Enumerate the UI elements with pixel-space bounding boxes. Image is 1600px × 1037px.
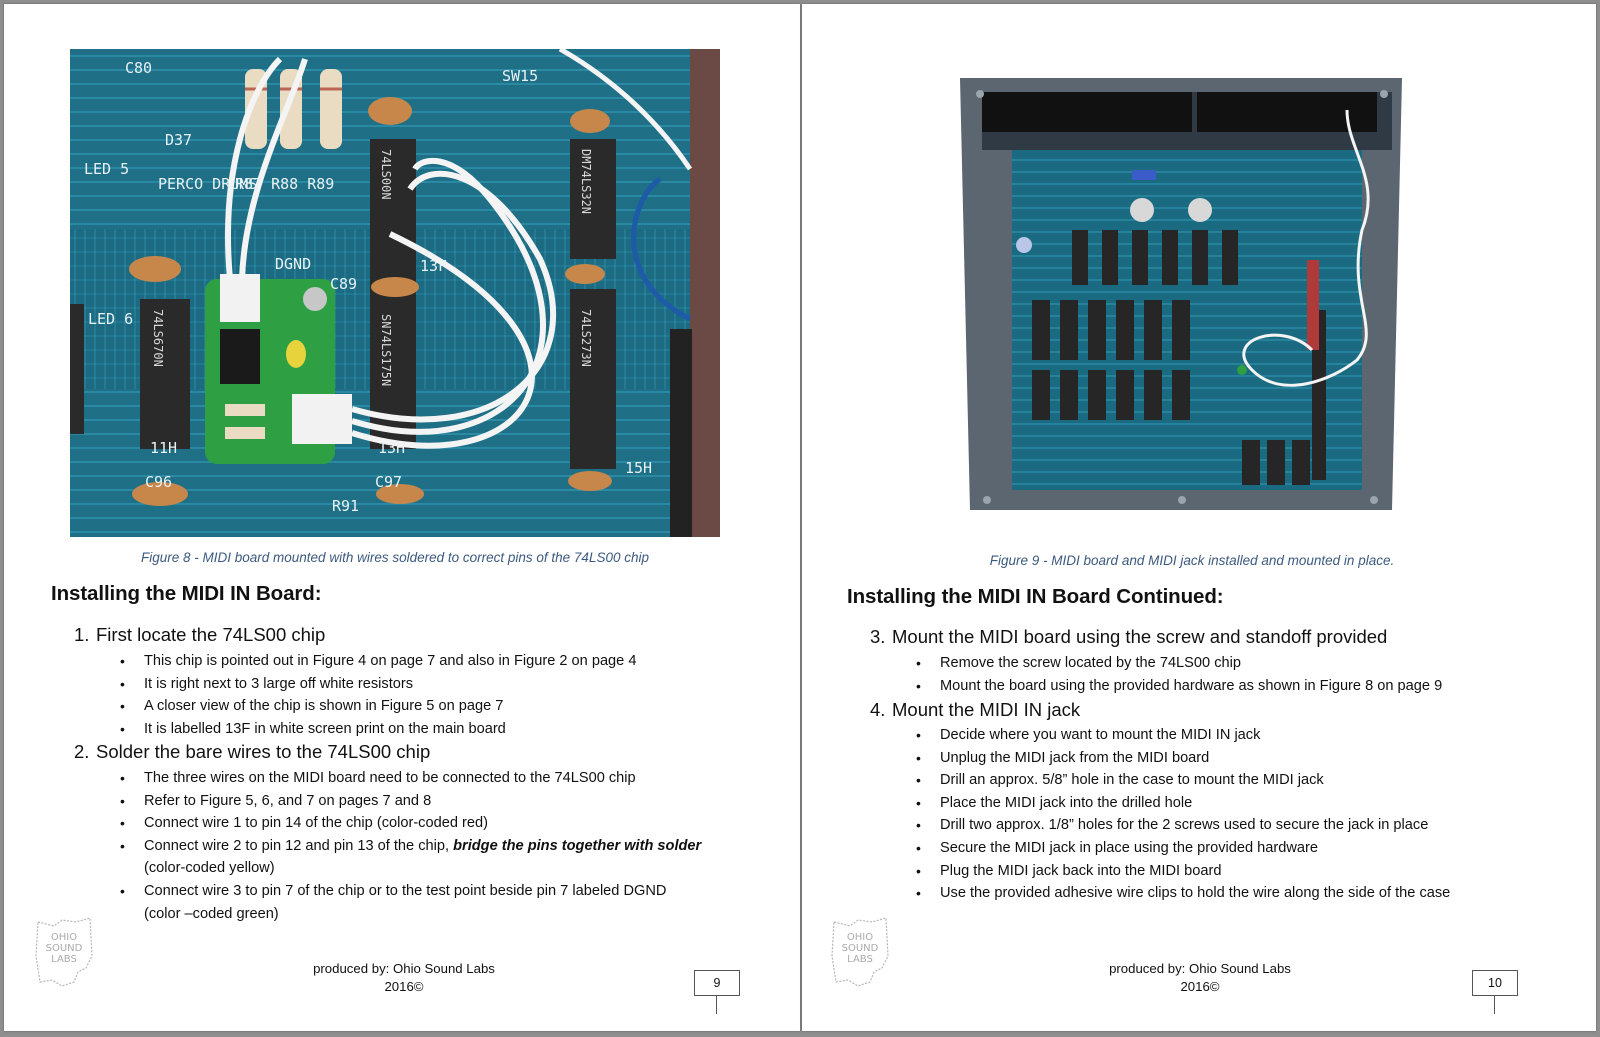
pcb-label-13f: 13F [420,257,447,275]
figure-8-caption: Figure 8 - MIDI board mounted with wires… [140,550,649,565]
pcb-label-11h: 11H [150,439,177,457]
list-item: •It is right next to 3 large off white r… [120,673,636,696]
page-number-tail [716,996,717,1014]
step-2-bullets: •The three wires on the MIDI board need … [120,767,702,925]
bullet-icon: • [120,815,125,832]
step-number: 1. [74,624,90,645]
pcb-label-sw15: SW15 [502,67,538,85]
step-title-text: Solder the bare wires to the 74LS00 chip [96,741,431,762]
step-4-title: 4. Mount the MIDI IN jack [870,699,1080,721]
document-page-9: C80 D37 LED 5 PERCO DRUMS R87 R88 R89 SW… [4,4,800,1031]
list-item: •Refer to Figure 5, 6, and 7 on pages 7 … [120,790,701,813]
bullet-icon: • [916,794,921,811]
bullet-icon: • [916,749,921,766]
pcb-label-c96: C96 [145,473,172,491]
footer-line-2: 2016© [384,979,424,994]
list-item: •It is labelled 13F in white screen prin… [120,718,636,741]
document-page-10: Figure 9 - MIDI board and MIDI jack inst… [802,4,1596,1031]
footer-line-1: produced by: Ohio Sound Labs [313,961,495,976]
bullet-icon: • [120,770,125,786]
pcb-label-c80: C80 [125,59,152,77]
bullet-icon: • [120,792,125,809]
step-1-bullets: •This chip is pointed out in Figure 4 on… [120,650,636,741]
list-item: •Decide where you want to mount the MIDI… [916,724,1450,747]
pcb-label-led5: LED 5 [84,160,129,178]
chip-label-74ls273: 74LS273N [579,309,593,367]
bullet-icon: • [916,727,921,743]
emphasis-text: bridge the pins together with solder [453,837,702,854]
section-heading: Installing the MIDI IN Board Continued: [847,585,1224,608]
list-item: •Connect wire 3 to pin 7 of the chip or … [120,880,701,925]
step-number: 3. [870,626,886,647]
list-item: •Use the provided adhesive wire clips to… [916,882,1450,905]
step-title-text: Mount the MIDI IN jack [892,699,1081,720]
bullet-icon: • [916,885,921,902]
step-title-text: First locate the 74LS00 chip [96,624,326,645]
footer-line-2: 2016© [1180,979,1220,994]
step-4-bullets: •Decide where you want to mount the MIDI… [916,724,1450,905]
figure-9-photo [952,70,1412,544]
list-item: •Connect wire 1 to pin 14 of the chip (c… [120,812,701,835]
figure-9-caption: Figure 9 - MIDI board and MIDI jack inst… [989,553,1395,568]
pcb-label-dgnd: DGND [275,255,311,273]
pcb-label-d37: D37 [165,131,192,149]
pcb-label-c89: C89 [330,275,357,293]
ohio-sound-labs-logo: OHIO SOUND LABS [828,916,892,988]
step-number: 2. [74,741,90,762]
bullet-icon: • [120,653,125,669]
chip-label-74ls670: 74LS670N [151,309,165,367]
chip-label-74ls00: 74LS00N [379,149,393,200]
list-item: •Place the MIDI jack into the drilled ho… [916,792,1450,815]
bullet-icon: • [120,837,125,854]
bullet-icon: • [120,882,125,899]
bullet-icon: • [916,677,921,694]
step-3-bullets: •Remove the screw located by the 74LS00 … [916,652,1442,698]
pcb-label-15h: 15H [625,459,652,477]
step-3-title: 3. Mount the MIDI board using the screw a… [870,626,1387,648]
list-item: •A closer view of the chip is shown in F… [120,695,636,718]
page-number: 10 [1472,970,1518,996]
list-item: •Connect wire 2 to pin 12 and pin 13 of … [120,835,702,880]
list-item: •Drill two approx. 1/8” holes for the 2 … [916,814,1450,837]
list-item: •The three wires on the MIDI board need … [120,767,701,790]
bullet-icon: • [916,839,921,856]
list-item: •Remove the screw located by the 74LS00 … [916,652,1442,675]
step-title-text: Mount the MIDI board using the screw and… [892,626,1388,647]
midi-case-image [952,70,1412,544]
pcb-label-13h: 13H [378,439,405,457]
list-item: •Unplug the MIDI jack from the MIDI boar… [916,747,1450,770]
step-number: 4. [870,699,886,720]
bullet-icon: • [916,655,921,671]
pcb-label-perco: PERCO DRUMS [158,175,257,193]
pcb-label-c97: C97 [375,473,402,491]
bullet-icon: • [916,817,921,834]
pcb-closeup-image: C80 D37 LED 5 PERCO DRUMS R87 R88 R89 SW… [70,49,720,537]
pcb-label-resistors: R87 R88 R89 [235,175,334,193]
bullet-icon: • [916,862,921,879]
bullet-icon: • [916,772,921,789]
bullet-icon: • [120,720,125,737]
list-item: •This chip is pointed out in Figure 4 on… [120,650,636,673]
page-number: 9 [694,970,740,996]
step-2-title: 2. Solder the bare wires to the 74LS00 ch… [74,741,430,763]
page-number-tail [1494,996,1495,1014]
list-item: •Secure the MIDI jack in place using the… [916,837,1450,860]
pcb-label-r91: R91 [332,497,359,515]
pcb-label-led6: LED 6 [88,310,133,328]
footer-credit: produced by: Ohio Sound Labs 2016© [1090,960,1310,996]
step-1-title: 1. First locate the 74LS00 chip [74,624,325,646]
footer-credit: produced by: Ohio Sound Labs 2016© [294,960,514,996]
figure-8-photo: C80 D37 LED 5 PERCO DRUMS R87 R88 R89 SW… [70,49,720,537]
section-heading: Installing the MIDI IN Board: [51,582,322,605]
chip-label-74ls175: SN74LS175N [379,314,393,386]
footer-line-1: produced by: Ohio Sound Labs [1109,961,1291,976]
list-item: •Plug the MIDI jack back into the MIDI b… [916,860,1450,883]
bullet-icon: • [120,698,125,715]
ohio-sound-labs-logo: OHIO SOUND LABS [32,916,96,988]
chip-label-74ls32: DM74LS32N [579,149,593,214]
bullet-icon: • [120,675,125,692]
list-item: •Mount the board using the provided hard… [916,675,1442,698]
list-item: •Drill an approx. 5/8” hole in the case … [916,769,1450,792]
